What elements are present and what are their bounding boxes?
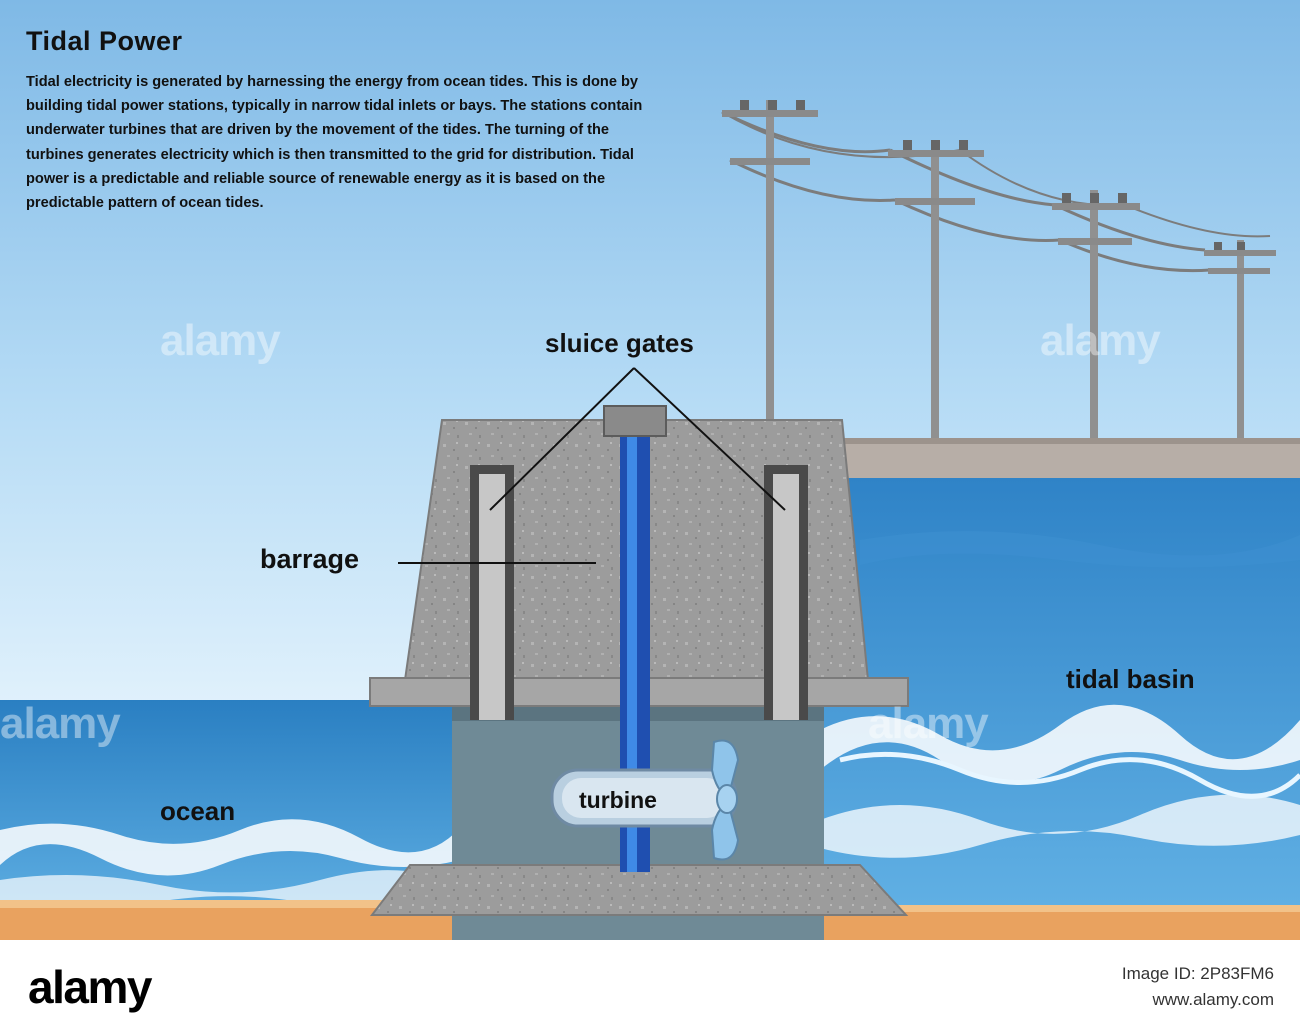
stock-image-id: Image ID: 2P83FM6 bbox=[1121, 964, 1274, 983]
diagram-title: Tidal Power bbox=[26, 26, 183, 56]
utility-pole-3 bbox=[1052, 190, 1140, 438]
pipe-cap bbox=[603, 405, 667, 437]
label-barrage: barrage bbox=[260, 544, 360, 574]
sand-left-edge bbox=[0, 900, 460, 908]
barrage-foundation bbox=[369, 864, 909, 916]
causeway bbox=[820, 438, 1300, 478]
label-leader-lines bbox=[398, 367, 786, 564]
sluice-gate-left bbox=[470, 465, 514, 720]
stock-brand-logo: alamy bbox=[28, 961, 152, 1013]
basin-foam-2 bbox=[820, 794, 1300, 858]
label-tidal-basin: tidal basin bbox=[1066, 664, 1195, 694]
sand-right-edge bbox=[820, 905, 1300, 912]
stock-footer-banner bbox=[0, 940, 1300, 1029]
label-sluice-gates: sluice gates bbox=[545, 328, 694, 358]
power-lines bbox=[721, 110, 1271, 273]
ocean-foam-1 bbox=[0, 819, 460, 876]
stock-url: www.alamy.com bbox=[1152, 990, 1274, 1009]
sluice-gate-right bbox=[764, 465, 808, 720]
label-ocean: ocean bbox=[160, 796, 236, 826]
turbine-housing-inner bbox=[562, 778, 726, 818]
watermark-1: alamy bbox=[160, 316, 281, 365]
basin-foam-3 bbox=[839, 751, 1300, 799]
utility-pole-4 bbox=[1204, 240, 1276, 438]
watermark-3: alamy bbox=[0, 699, 121, 748]
turbine-blades bbox=[710, 739, 740, 861]
water-pipe-highlight bbox=[627, 432, 637, 872]
watermark-2: alamy bbox=[1040, 316, 1161, 365]
utility-pole-2 bbox=[888, 140, 984, 438]
watermark-4: alamy bbox=[868, 699, 989, 748]
label-turbine: turbine bbox=[579, 787, 657, 813]
causeway-top bbox=[820, 438, 1300, 444]
basin-wave-shade bbox=[860, 531, 1300, 568]
basin-foam-1 bbox=[820, 704, 1300, 783]
utility-pole-1 bbox=[722, 100, 818, 420]
diagram-description: Tidal electricity is generated by harnes… bbox=[26, 74, 643, 212]
tidal-power-scene: alamy alamy alamy alamy bbox=[0, 0, 1300, 940]
